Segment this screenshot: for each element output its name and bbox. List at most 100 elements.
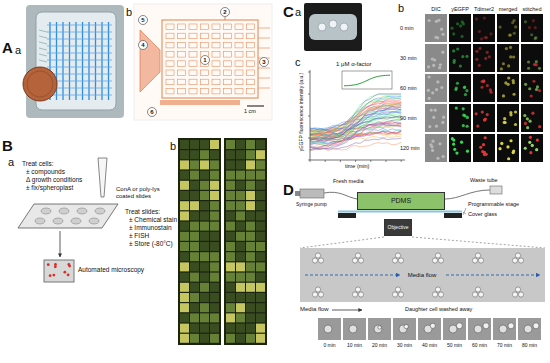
scan-field	[256, 232, 265, 241]
scan-field	[200, 171, 209, 180]
time-label: 60 min	[400, 85, 417, 91]
scan-field	[256, 334, 265, 343]
step-item: ± FISH	[129, 232, 149, 239]
blue-channel	[47, 32, 112, 33]
waste-tube	[445, 190, 490, 199]
trap-post	[358, 292, 363, 297]
trap-post	[438, 258, 443, 263]
cell-outline	[436, 80, 439, 83]
scan-field	[200, 191, 209, 200]
trap-post	[518, 258, 523, 263]
scan-field	[200, 313, 209, 322]
scan-field	[226, 303, 235, 312]
scan-field	[246, 273, 255, 282]
fluorescent-cell	[508, 34, 511, 37]
leader-line	[463, 212, 466, 214]
node-text: Objective	[388, 225, 409, 231]
trap-post	[515, 287, 520, 292]
fluorescent-cell	[514, 123, 517, 126]
daughter-cell	[456, 323, 462, 329]
chamber	[224, 61, 232, 67]
feed-line	[225, 17, 226, 20]
flow-arrow	[446, 275, 540, 276]
fluorescent-cell	[528, 26, 531, 29]
trapped-cell	[499, 325, 507, 333]
scan-field	[256, 324, 265, 333]
chamber	[247, 88, 255, 94]
fluorescent-cell	[506, 145, 509, 148]
fluorescent-cell	[462, 22, 465, 25]
scan-field	[226, 262, 235, 271]
callout-number: 5	[141, 17, 144, 24]
scan-field	[236, 324, 245, 333]
cover-glass	[338, 211, 462, 213]
fluorescent-cell	[512, 79, 515, 82]
scan-field	[190, 140, 199, 149]
microscopy-thumbnail	[44, 260, 74, 282]
fluorescent-cell	[475, 112, 478, 115]
fluorescent-cell	[529, 151, 532, 154]
fluorescent-cell	[452, 32, 455, 35]
scan-field	[236, 222, 245, 231]
fluorescent-cell	[500, 67, 503, 70]
scan-field	[200, 252, 209, 261]
micrograph	[497, 104, 519, 132]
scan-field	[256, 191, 265, 200]
trap-post	[478, 292, 483, 297]
chamber	[178, 70, 186, 76]
chamber	[201, 24, 209, 30]
y-axis	[310, 70, 311, 160]
fluorescent-cell	[530, 94, 533, 97]
trace-line	[310, 96, 401, 129]
cell-outline	[440, 86, 443, 89]
time-label: 80 min	[522, 343, 537, 349]
channel-header: DIC	[431, 6, 440, 12]
scan-field	[210, 252, 219, 261]
scan-field	[246, 324, 255, 333]
fluorescent-cell	[509, 113, 512, 116]
x-tick	[370, 160, 371, 162]
scan-field	[210, 242, 219, 251]
node-text: PDMS	[391, 197, 411, 205]
fluorescent-cell	[531, 112, 534, 115]
fluorescent-cell	[505, 47, 508, 50]
inlet-tube	[324, 192, 357, 199]
scale-bar	[247, 105, 264, 106]
fluorescent-cell	[452, 49, 455, 52]
micrograph	[425, 74, 447, 102]
chamber	[212, 33, 220, 39]
scan-field	[180, 324, 189, 333]
slide-well	[71, 218, 81, 224]
fluorescent-cell	[483, 17, 486, 20]
daughter-cell	[483, 323, 489, 329]
inlet-channel	[39, 60, 47, 62]
fluorescent-cell	[512, 19, 515, 22]
trapped-cell	[474, 325, 482, 333]
cell-outline	[438, 142, 441, 145]
chamber	[178, 61, 186, 67]
cell-outline	[435, 125, 438, 128]
trace-line	[310, 103, 401, 132]
x-tick	[355, 160, 356, 162]
blue-channel	[47, 74, 112, 75]
scan-field	[190, 262, 199, 271]
fluorescent-cell	[528, 87, 531, 90]
callout-circle	[139, 16, 148, 25]
panel-letter: D	[283, 182, 294, 199]
cell-outline	[427, 65, 430, 68]
trap-post	[432, 258, 437, 263]
scan-field	[180, 191, 189, 200]
micrograph	[425, 14, 447, 42]
panel-b-scan	[178, 138, 267, 345]
trap-post	[438, 292, 443, 297]
scan-field	[180, 140, 189, 149]
micrograph	[473, 104, 495, 132]
outlet-line	[258, 48, 270, 49]
scan-field	[210, 324, 219, 333]
step-arrow	[60, 231, 61, 257]
scan-field	[256, 150, 265, 159]
cell-outline	[442, 116, 445, 119]
micrograph	[497, 14, 519, 42]
fluorescent-cell	[503, 121, 506, 124]
